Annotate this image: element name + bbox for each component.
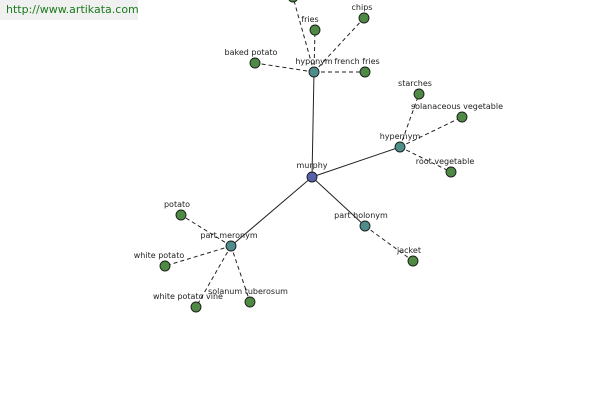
leaf-label-solanaceous-vegetable: solanaceous vegetable <box>411 102 503 111</box>
relation-label-hyponym: hyponym <box>295 57 333 66</box>
leaf-node-solanaceous-vegetable[interactable] <box>456 111 468 123</box>
leaf-node-solanum-tuberosum[interactable] <box>244 296 256 308</box>
leaf-label-baked-potato: baked potato <box>225 48 278 57</box>
edge-hyponym-leaf-1 <box>313 29 316 73</box>
edge-root-part_holonym <box>311 176 366 227</box>
leaf-label-starches: starches <box>398 79 432 88</box>
leaf-label-fries: fries <box>301 15 318 24</box>
edge-part_meronym-leaf-12 <box>230 245 251 303</box>
leaf-node-potato[interactable] <box>175 209 187 221</box>
relation-label-hypernym: hypernym <box>380 132 421 141</box>
edge-hyponym-leaf-2 <box>313 17 365 73</box>
root-label: murphy <box>296 161 327 170</box>
leaf-node-french-fries[interactable] <box>359 66 371 78</box>
edge-part_meronym-leaf-11 <box>195 245 232 308</box>
leaf-node-jacket[interactable] <box>407 255 419 267</box>
relation-node-hyponym[interactable] <box>308 66 320 78</box>
leaf-node-fries[interactable] <box>309 24 321 36</box>
leaf-node-unlabeled[interactable] <box>288 0 298 3</box>
edge-root-hyponym <box>311 71 315 178</box>
leaf-node-chips[interactable] <box>358 12 370 24</box>
edge-part_meronym-leaf-10 <box>164 245 232 267</box>
leaf-label-white-potato-vine: white potato vine <box>153 292 223 301</box>
edge-hypernym-leaf-5 <box>399 93 420 148</box>
edge-hypernym-leaf-7 <box>399 146 452 173</box>
relation-node-part_meronym[interactable] <box>225 240 237 252</box>
leaf-label-root-vegetable: root vegetable <box>416 157 475 166</box>
leaf-node-root-vegetable[interactable] <box>445 166 457 178</box>
leaf-label-french-fries: french fries <box>334 57 379 66</box>
relation-node-hypernym[interactable] <box>394 141 406 153</box>
edge-hypernym-leaf-6 <box>399 116 463 148</box>
leaf-label-potato: potato <box>164 200 190 209</box>
root-node-murphy[interactable] <box>306 171 318 183</box>
relation-label-part_holonym: part holonym <box>334 211 388 220</box>
leaf-label-chips: chips <box>352 3 373 12</box>
source-url-link[interactable]: http://www.artikata.com <box>0 0 139 20</box>
edges-layer <box>164 0 463 308</box>
edge-root-hypernym <box>311 146 401 178</box>
leaf-label-white-potato: white potato <box>134 251 185 260</box>
edge-hyponym-leaf-0 <box>293 0 315 73</box>
leaf-node-white-potato-vine[interactable] <box>190 301 202 313</box>
edge-root-part_meronym <box>230 176 313 247</box>
labels-layer: murphy hyponym hypernym part holonym part me… <box>134 3 503 301</box>
leaf-node-white-potato[interactable] <box>159 260 171 272</box>
leaf-node-baked-potato[interactable] <box>249 57 261 69</box>
edge-hyponym-leaf-3 <box>254 62 315 73</box>
nodes-layer <box>159 0 468 313</box>
relation-node-part_holonym[interactable] <box>359 220 371 232</box>
edge-part_meronym-leaf-9 <box>180 214 232 247</box>
leaf-node-starches[interactable] <box>413 88 425 100</box>
leaf-label-solanum-tuberosum: solanum tuberosum <box>208 287 288 296</box>
edge-part_holonym-leaf-8 <box>364 225 414 262</box>
relation-label-part_meronym: part meronym <box>200 231 257 240</box>
leaf-label-jacket: jacket <box>396 246 421 255</box>
